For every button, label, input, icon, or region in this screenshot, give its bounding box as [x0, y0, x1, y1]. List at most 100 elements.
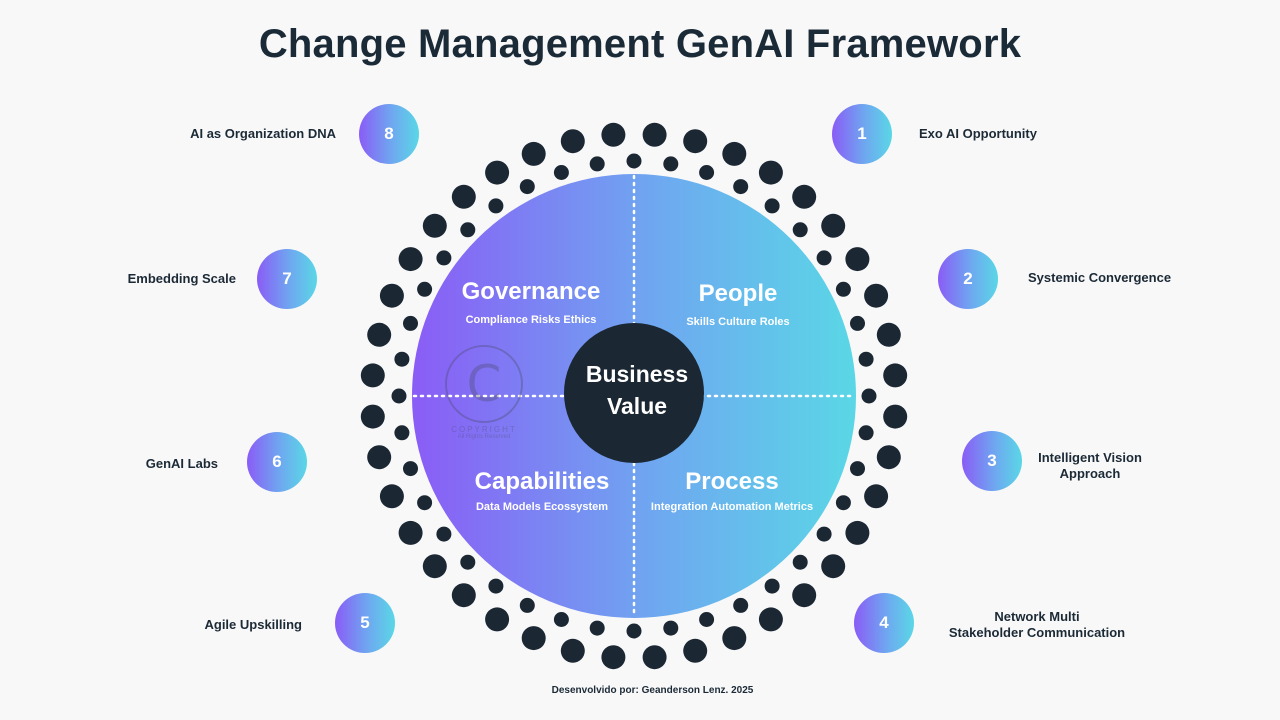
dot-ring: [360, 122, 908, 670]
ring-dot: [699, 165, 715, 180]
step-3-badge[interactable]: 3: [962, 431, 1022, 491]
ring-dot: [835, 495, 851, 511]
ring-dot: [864, 283, 889, 308]
ring-dot: [519, 179, 535, 195]
step-1-label: Exo AI Opportunity: [919, 126, 1037, 141]
ring-dot: [722, 626, 747, 651]
ring-dot: [876, 322, 901, 347]
ring-dot: [864, 484, 889, 509]
quadrant-process-subtitle: Integration Automation Metrics: [650, 501, 814, 513]
ring-dot: [394, 351, 410, 367]
ring-dot: [683, 638, 708, 663]
ring-dot: [733, 597, 749, 613]
ring-dot: [601, 645, 626, 670]
step-1-badge[interactable]: 1: [832, 104, 892, 164]
ring-dot: [403, 461, 418, 477]
step-6-badge[interactable]: 6: [247, 432, 307, 492]
ring-dot: [367, 322, 392, 347]
ring-dot: [367, 445, 392, 470]
ring-dot: [589, 156, 605, 172]
ring-dot: [733, 179, 749, 195]
ring-dot: [360, 404, 385, 429]
ring-dot: [876, 445, 901, 470]
ring-dot: [792, 583, 817, 608]
ring-dot: [417, 495, 433, 511]
ring-dot: [398, 247, 423, 272]
ring-dot: [521, 626, 546, 651]
step-2-label: Systemic Convergence: [1028, 270, 1172, 285]
ring-dot: [758, 607, 783, 632]
ring-dot: [835, 281, 851, 297]
ring-dot: [699, 612, 715, 627]
ring-dot: [821, 213, 846, 238]
ring-dot: [460, 222, 476, 238]
step-4-badge[interactable]: 4: [854, 593, 914, 653]
ring-dot: [403, 315, 418, 331]
step-5-badge[interactable]: 5: [335, 593, 395, 653]
ring-dot: [379, 484, 404, 509]
copyright-watermark: C COPYRIGHT All Rights Reserved: [444, 345, 524, 440]
ring-dot: [422, 213, 447, 238]
ring-dot: [417, 281, 433, 297]
step-7-label: Embedding Scale: [127, 271, 236, 286]
ring-dot: [683, 129, 708, 154]
ring-dot: [601, 122, 626, 147]
ring-dot: [560, 129, 585, 154]
ring-dot: [626, 623, 642, 639]
ring-dot: [663, 620, 679, 636]
watermark-subtext: All Rights Reserved: [457, 434, 511, 440]
step-6-label: GenAI Labs: [145, 456, 218, 471]
quadrant-people-subtitle: Skills Culture Roles: [686, 316, 790, 328]
ring-dot: [626, 153, 642, 169]
watermark-text: COPYRIGHT: [451, 425, 517, 434]
ring-dot: [845, 247, 870, 272]
quadrant-governance-subtitle: Compliance Risks Ethics: [465, 314, 597, 326]
ring-dot: [764, 198, 780, 214]
footer-credit: Desenvolvido por: Geanderson Lenz. 2025: [551, 685, 754, 696]
step-8-badge[interactable]: 8: [359, 104, 419, 164]
ring-dot: [858, 351, 874, 367]
step-5-label: Agile Upskilling: [204, 617, 302, 632]
ring-dot: [883, 404, 908, 429]
ring-dot: [379, 283, 404, 308]
ring-dot: [436, 526, 452, 542]
ring-dot: [560, 638, 585, 663]
step-4-label: Network Multi Stakeholder Communication: [948, 609, 1126, 640]
ring-dot: [758, 160, 783, 185]
ring-dot: [553, 165, 569, 180]
ring-dot: [589, 620, 605, 636]
step-7-badge[interactable]: 7: [257, 249, 317, 309]
center-hub: [564, 323, 704, 463]
page-title: Change Management GenAI Framework: [258, 22, 1022, 66]
ring-dot: [485, 607, 510, 632]
ring-dot: [360, 363, 385, 388]
ring-dot: [850, 315, 865, 331]
ring-dot: [642, 122, 667, 147]
ring-dot: [792, 184, 817, 209]
step-2-badge[interactable]: 2: [938, 249, 998, 309]
quadrant-people-title: People: [698, 280, 778, 307]
ring-dot: [722, 141, 747, 166]
ring-dot: [816, 250, 832, 266]
quadrant-capabilities-title: Capabilities: [474, 468, 610, 495]
ring-dot: [485, 160, 510, 185]
step-3-label: Intelligent Vision Approach: [1038, 450, 1142, 481]
ring-dot: [850, 461, 865, 477]
ring-dot: [398, 520, 423, 545]
copyright-icon: C: [445, 345, 523, 423]
ring-dot: [488, 198, 504, 214]
ring-dot: [519, 597, 535, 613]
ring-dot: [792, 554, 808, 570]
quadrant-governance-title: Governance: [461, 278, 601, 305]
ring-dot: [553, 612, 569, 627]
ring-dot: [451, 184, 476, 209]
ring-dot: [792, 222, 808, 238]
ring-dot: [521, 141, 546, 166]
ring-dot: [451, 583, 476, 608]
ring-dot: [422, 554, 447, 579]
ring-dot: [861, 388, 877, 404]
center-label: Business Value: [585, 361, 689, 419]
ring-dot: [883, 363, 908, 388]
quadrant-process-title: Process: [685, 468, 779, 495]
